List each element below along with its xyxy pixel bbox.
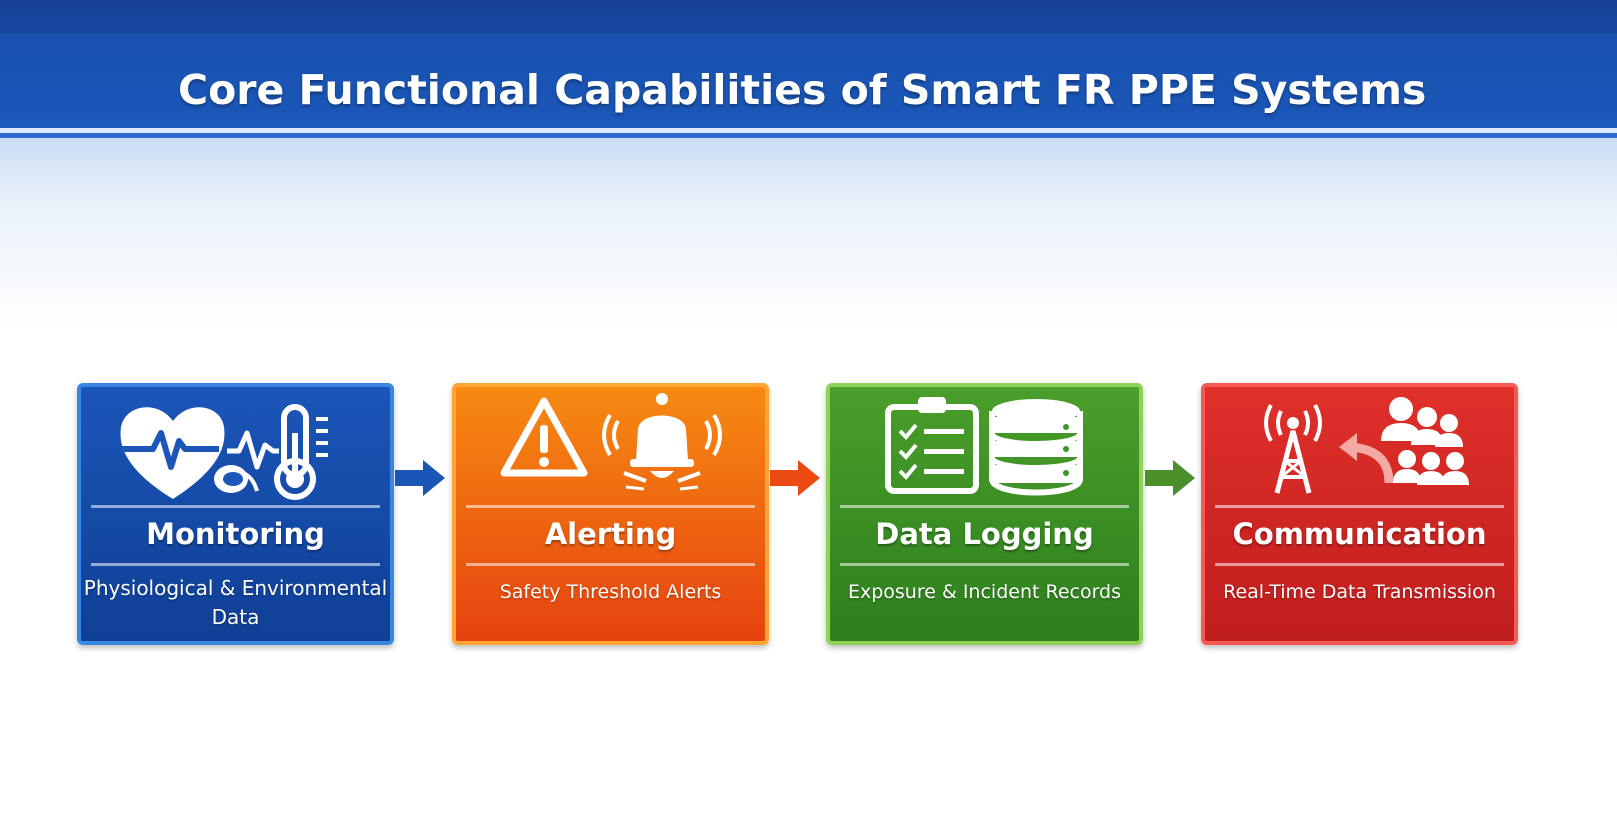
card-title: Data Logging [875,517,1094,551]
communication-icons [1264,397,1469,494]
card-data-logging: Data Logging Exposure & Incident Records [826,383,1143,645]
curved-arrow-icon [1339,433,1394,484]
radio-tower-icon [1264,404,1322,494]
monitoring-icons [120,404,328,500]
card-title: Alerting [544,517,677,551]
card-description: Safety Threshold Alerts [499,580,722,603]
database-icon [989,399,1083,496]
connector-arrow-2 [770,460,820,496]
card-monitoring: Monitoring Physiological & Environmental… [77,383,394,645]
card-divider [1215,563,1504,566]
header-banner [0,0,1617,138]
card-alerting: Alerting Safety Threshold Alerts [452,383,769,645]
connector-arrow-1 [395,460,445,496]
card-description: Exposure & Incident Records [847,580,1122,603]
card-divider [840,563,1129,566]
card-divider [91,505,380,508]
card-description: Real-Time Data Transmission [1223,580,1496,603]
card-title: Monitoring [146,517,325,551]
data-logging-icons [885,397,1083,496]
heartbeat-line-icon [214,430,279,493]
card-divider [1215,505,1504,508]
heart-pulse-icon [120,407,225,499]
card-divider [91,563,380,566]
card-description: Physiological & Environmental Data [83,576,388,629]
warning-triangle-icon [500,397,588,477]
page-title: Core Functional Capabilities of Smart FR… [178,66,1427,114]
header-divider-shadow [0,133,1617,138]
card-communication: Communication Real-Time Data Transmissio… [1201,383,1518,645]
header-divider [0,128,1617,133]
people-group-icon [1381,397,1469,485]
thermometer-icon [274,404,328,500]
card-divider [840,505,1129,508]
card-title: Communication [1232,517,1487,551]
alarm-bell-icon [602,393,722,491]
card-divider [466,563,755,566]
connector-arrow-3 [1145,460,1195,496]
clipboard-checklist-icon [885,397,979,494]
alerting-icons [500,393,722,491]
card-divider [466,505,755,508]
